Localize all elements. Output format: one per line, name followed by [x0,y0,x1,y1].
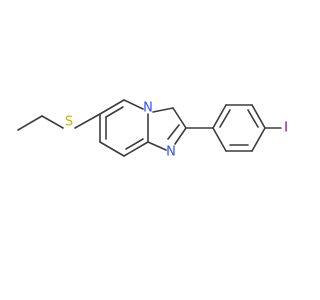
bond [247,109,259,128]
bond [41,115,64,129]
bond [212,127,227,152]
bond-lines [17,99,282,157]
bond [212,104,227,129]
bond [147,141,167,151]
bond [174,127,187,145]
bond [219,109,231,128]
bond [251,127,266,152]
bond [123,99,144,110]
molecule-canvas: S N N I [17,99,288,160]
bond [74,113,101,129]
bond [99,141,125,157]
bond [99,99,125,115]
bond [123,141,149,157]
bond [152,107,174,113]
structure-diagram: S N N I [17,99,288,160]
atom-label-sulfur: S [65,115,73,130]
bond [251,104,266,129]
bond [167,124,180,140]
atom-label-nitrogen: N [143,101,153,116]
bond [17,115,43,131]
bond [172,107,187,129]
bond [105,106,124,118]
bond [125,138,144,150]
atom-label-nitrogen: N [166,145,176,160]
atom-labels: S N N I [65,101,288,160]
atom-label-iodine: I [284,121,288,136]
